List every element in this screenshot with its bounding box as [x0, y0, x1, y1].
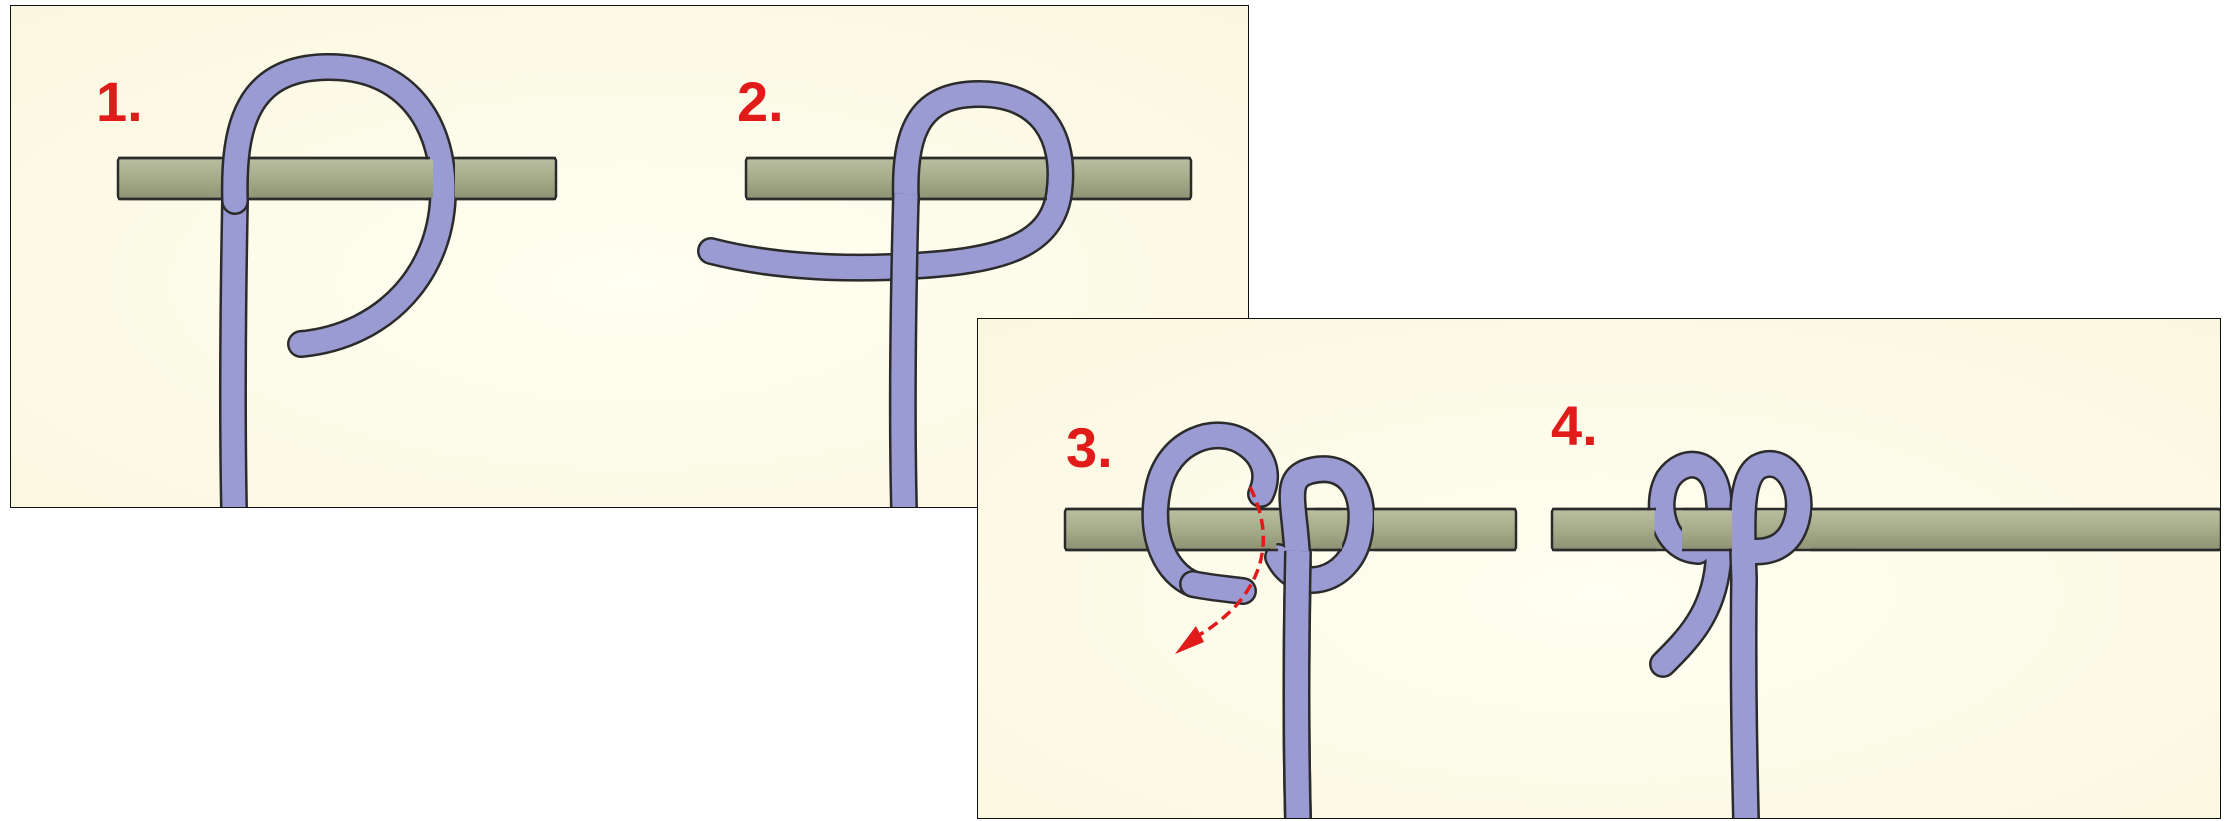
step-4-illustration: 4.	[1550, 394, 2220, 818]
panel-steps-3-4-illustration: 3. 4.	[978, 319, 2220, 818]
step-3-label: 3.	[1066, 416, 1113, 479]
panel-steps-3-4: 3. 4.	[977, 318, 2221, 819]
arrow-head	[1175, 626, 1204, 654]
step-1-illustration: 1.	[96, 52, 558, 507]
step-3-illustration: 3.	[1063, 416, 1518, 818]
direction-arrow	[1189, 486, 1266, 641]
step-4-label: 4.	[1551, 394, 1598, 457]
step-2-label: 2.	[737, 70, 784, 133]
step-2-illustration: 2.	[697, 70, 1193, 507]
step-1-label: 1.	[96, 70, 143, 133]
